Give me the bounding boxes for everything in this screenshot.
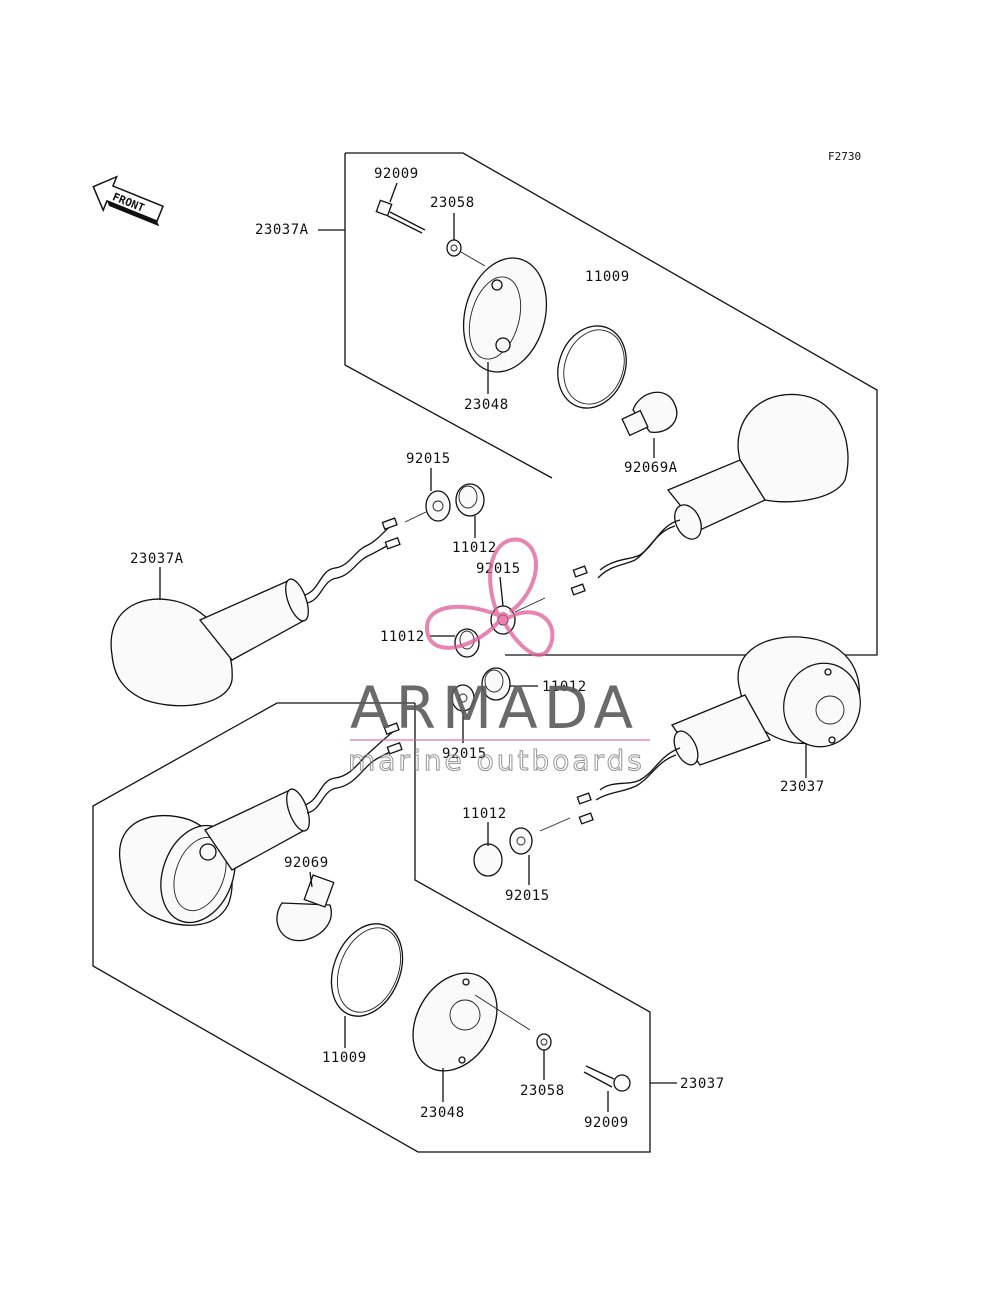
turn-signal-right-top bbox=[570, 393, 849, 596]
label-92069a: 92069A bbox=[624, 460, 678, 476]
top-group-outline bbox=[318, 152, 878, 656]
label-11012-b: 11012 bbox=[380, 629, 425, 645]
label-92009-bottom: 92009 bbox=[584, 1115, 629, 1131]
lens-housing-23048-top bbox=[462, 257, 548, 394]
label-11012-d: 11012 bbox=[462, 806, 507, 822]
nut-23058-bottom bbox=[536, 1033, 552, 1080]
label-23058-bottom: 23058 bbox=[520, 1083, 565, 1099]
label-92015-d: 92015 bbox=[505, 888, 550, 904]
screw-92009-bottom bbox=[583, 1065, 631, 1112]
label-23037a-left: 23037A bbox=[130, 551, 184, 567]
label-23048-top: 23048 bbox=[464, 397, 509, 413]
label-11009-top: 11009 bbox=[585, 269, 630, 285]
spacer-11012-a bbox=[455, 483, 485, 538]
ring-11009-top bbox=[557, 325, 627, 409]
watermark-title: ARMADA bbox=[350, 674, 639, 742]
label-23048-bottom: 23048 bbox=[420, 1105, 465, 1121]
label-92015-b: 92015 bbox=[476, 561, 521, 577]
nut-92015-d bbox=[509, 817, 571, 885]
label-11009-bottom: 11009 bbox=[322, 1050, 367, 1066]
label-92015-a: 92015 bbox=[406, 451, 451, 467]
label-11012-a: 11012 bbox=[452, 540, 497, 556]
spacer-11012-c bbox=[481, 667, 538, 701]
watermark-subtitle: marine outboards bbox=[348, 744, 645, 777]
propeller-logo-icon bbox=[424, 537, 555, 657]
bulb-92069a bbox=[621, 391, 678, 458]
bottom-group-outline bbox=[92, 702, 677, 1153]
lens-23048-bottom bbox=[412, 972, 531, 1102]
nut-92015-a bbox=[404, 468, 451, 523]
label-23037-right: 23037 bbox=[780, 779, 825, 795]
spacer-11012-d bbox=[473, 822, 503, 877]
label-11012-c: 11012 bbox=[542, 679, 587, 695]
turn-signal-bottom-left-housing bbox=[119, 722, 403, 926]
bulb-92069 bbox=[276, 871, 335, 942]
label-23037a-box: 23037A bbox=[255, 222, 309, 238]
label-92009-top: 92009 bbox=[374, 166, 419, 182]
nut-92015-c bbox=[451, 684, 475, 743]
nut-23058-top bbox=[446, 213, 486, 267]
ring-11009-bottom bbox=[330, 923, 404, 1048]
label-23058-top: 23058 bbox=[430, 195, 475, 211]
label-92015-c: 92015 bbox=[442, 746, 487, 762]
screw-92009-top bbox=[375, 182, 426, 234]
front-arrow-icon: FRONT bbox=[92, 175, 164, 227]
turn-signal-left-23037a bbox=[110, 517, 401, 707]
figure-id: F2730 bbox=[828, 150, 861, 163]
turn-signal-right-23037 bbox=[576, 636, 861, 825]
label-92069: 92069 bbox=[284, 855, 329, 871]
label-23037-box: 23037 bbox=[680, 1076, 725, 1092]
watermark: ARMADA marine outboards bbox=[348, 537, 650, 778]
part-labels: 92009 23058 23037A 11009 23048 92069A 92… bbox=[130, 166, 825, 1131]
